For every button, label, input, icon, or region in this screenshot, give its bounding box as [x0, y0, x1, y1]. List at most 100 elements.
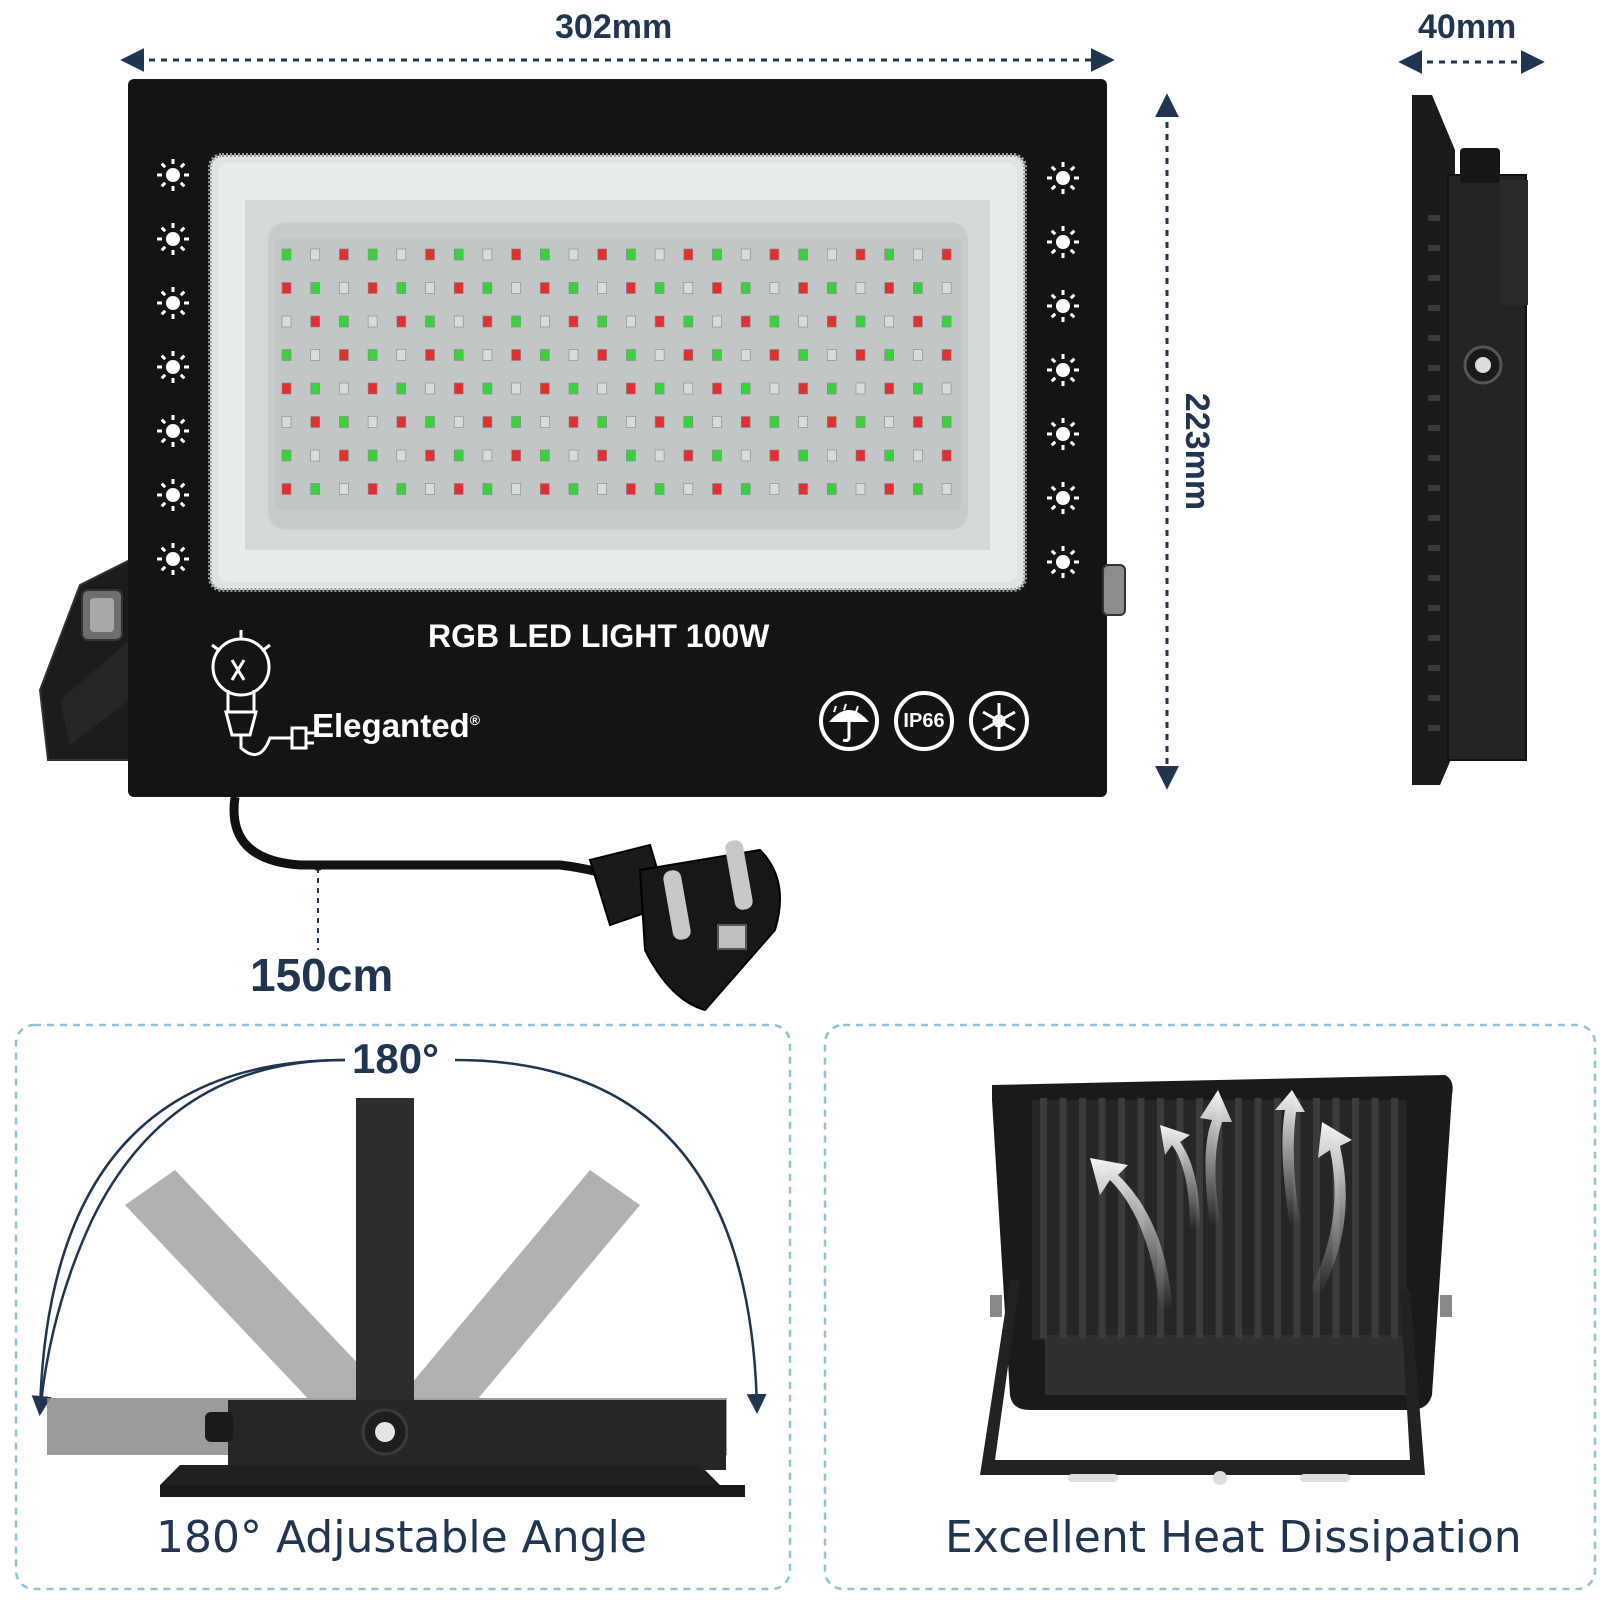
led-chip	[740, 349, 751, 361]
ip66-badge-text: IP66	[903, 710, 945, 732]
led-chip	[712, 315, 722, 328]
led-chip	[339, 382, 349, 395]
heatsink-fin	[1118, 1098, 1125, 1338]
side-fin	[1428, 635, 1440, 641]
brand-name: Eleganted®	[312, 707, 480, 745]
heatsink-fin	[1391, 1098, 1398, 1338]
led-chip	[826, 416, 837, 428]
led-chip	[654, 349, 665, 361]
led-chip	[740, 416, 751, 428]
angle-arc-label: 180°	[352, 1035, 439, 1082]
airflow-arrows	[1090, 1090, 1352, 1310]
power-cable-and-plug	[229, 796, 781, 1012]
led-chip	[654, 483, 665, 495]
led-chip	[453, 349, 464, 361]
led-chip	[626, 349, 636, 361]
heatsink-fin	[1352, 1098, 1359, 1338]
led-chip	[310, 315, 321, 328]
sun-icon	[1047, 162, 1079, 194]
led-chip	[740, 248, 751, 261]
sun-icon	[157, 223, 189, 255]
led-chip	[740, 449, 751, 462]
led-chip	[310, 382, 321, 395]
led-chip	[855, 449, 866, 462]
heatsink-fin	[1040, 1098, 1047, 1338]
led-chip	[683, 416, 694, 428]
led-chip-grid	[281, 248, 952, 495]
led-chip	[798, 416, 808, 428]
side-fin	[1428, 395, 1440, 401]
led-chip	[826, 282, 837, 294]
led-chip	[453, 483, 464, 495]
side-fin	[1428, 335, 1440, 341]
led-chip	[798, 483, 808, 495]
led-chip	[310, 449, 321, 462]
led-chip	[367, 449, 378, 462]
led-chip	[339, 449, 349, 462]
led-chip	[281, 449, 292, 462]
led-chip	[539, 416, 550, 428]
led-chip	[281, 349, 292, 361]
led-chip	[654, 449, 665, 462]
sun-icon-column-right	[1047, 162, 1079, 578]
led-chip	[626, 382, 636, 395]
led-chip	[769, 282, 780, 294]
led-chip	[539, 449, 550, 462]
led-chip	[539, 315, 550, 328]
side-fin	[1428, 605, 1440, 611]
led-chip	[310, 282, 321, 294]
led-chip	[798, 315, 808, 328]
led-chip	[482, 248, 493, 261]
led-chip	[626, 449, 636, 462]
heatsink-fin	[1098, 1098, 1106, 1338]
led-chip	[482, 416, 493, 428]
product-label: RGB LED LIGHT 100W	[428, 618, 770, 654]
heat-panel-caption: Excellent Heat Dissipation	[945, 1512, 1522, 1563]
led-chip	[367, 282, 378, 294]
led-chip	[654, 416, 665, 428]
led-chip	[683, 315, 694, 328]
floodlight-side-profile	[1412, 95, 1528, 785]
led-chip	[310, 416, 321, 428]
led-chip	[884, 248, 895, 261]
bulb-plug-logo-icon	[211, 630, 314, 757]
led-chip	[281, 248, 292, 261]
led-chip	[339, 416, 349, 428]
side-fin	[1428, 215, 1440, 221]
led-chip	[855, 416, 866, 428]
led-chip	[769, 483, 780, 495]
led-chip	[367, 382, 378, 395]
mounting-bracket	[38, 558, 131, 761]
led-chip	[626, 483, 636, 495]
led-chip	[798, 449, 808, 462]
led-chip	[826, 483, 837, 495]
led-chip	[913, 416, 923, 428]
led-chip	[626, 248, 636, 261]
led-chip	[339, 483, 349, 495]
led-chip	[769, 248, 780, 261]
led-chip	[310, 483, 321, 495]
led-chip	[654, 315, 665, 328]
side-fin	[1428, 305, 1440, 311]
led-chip	[941, 449, 952, 462]
led-chip	[826, 449, 837, 462]
led-chip	[884, 282, 895, 294]
led-chip	[855, 483, 866, 495]
side-fin	[1428, 245, 1440, 251]
led-chip	[539, 382, 550, 395]
side-fin	[1428, 275, 1440, 281]
sun-icon	[1047, 354, 1079, 386]
heatsink-fin	[1059, 1098, 1067, 1338]
side-fin	[1428, 455, 1440, 461]
led-chip	[339, 315, 349, 328]
snowflake-badge	[969, 691, 1029, 751]
led-chip	[683, 483, 694, 495]
led-chip	[913, 483, 923, 495]
led-chip	[339, 282, 349, 294]
led-chip	[855, 282, 866, 294]
led-chip	[339, 349, 349, 361]
led-chip	[597, 449, 608, 462]
height-dimension-label: 223mm	[1178, 392, 1217, 511]
sun-icon	[157, 415, 189, 447]
angle-positions-illustration	[47, 1098, 745, 1497]
